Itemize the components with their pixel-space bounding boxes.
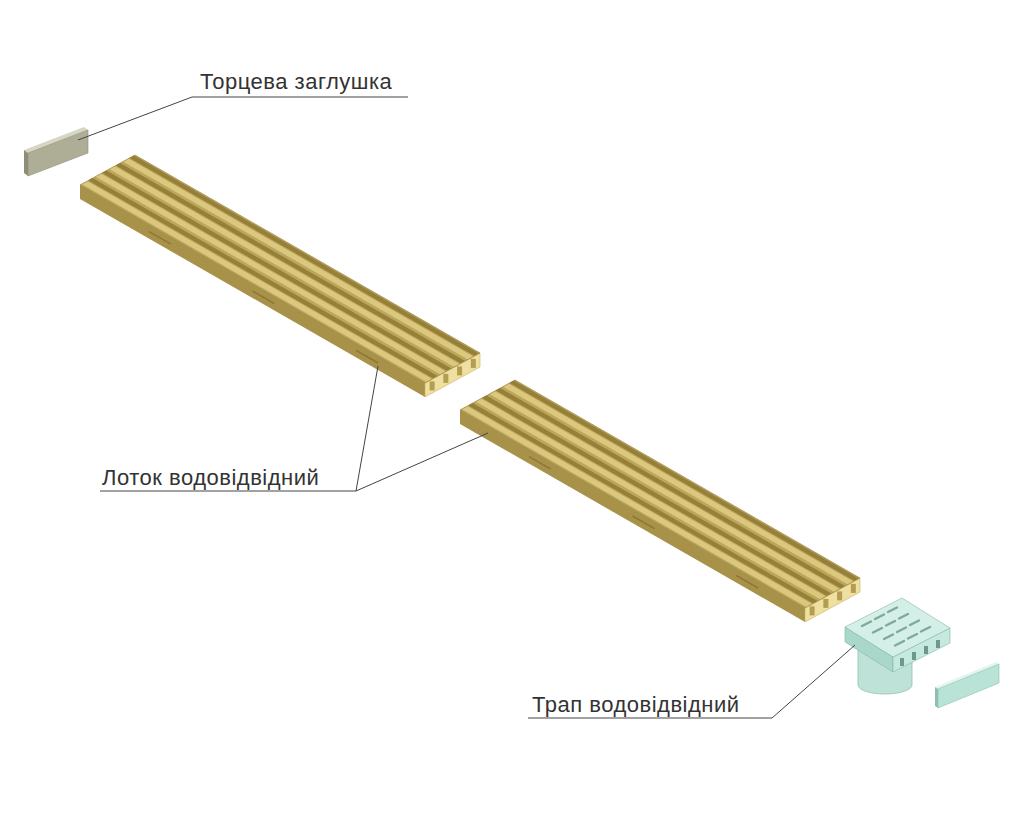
drain-channel — [460, 380, 860, 622]
channel-groove — [88, 178, 437, 378]
grate-slot — [875, 615, 884, 620]
channel-side-slot — [253, 291, 275, 304]
channel-rib — [82, 181, 433, 382]
part-name: Торцева заглушка — [200, 70, 392, 94]
grate-slot — [886, 621, 895, 626]
channel-top — [460, 380, 860, 608]
trap-slot — [900, 658, 904, 666]
grate-slot — [910, 621, 919, 626]
channel-groove — [130, 156, 479, 356]
channel-top — [80, 155, 480, 383]
grate-slot — [873, 628, 882, 633]
end-cap-face — [938, 664, 999, 708]
trap-slot — [924, 646, 928, 654]
channel-side-slot — [529, 457, 551, 470]
drain-channel — [80, 155, 480, 397]
channel-side — [80, 185, 425, 397]
channel-rib — [475, 399, 826, 600]
channel-groove — [468, 403, 817, 603]
end-cap-face — [28, 130, 88, 176]
grate-slot — [895, 641, 904, 646]
channel-outline — [460, 380, 860, 608]
channel-side — [460, 410, 805, 622]
part-name: Трап водовідвідний — [532, 693, 740, 717]
channel-side-slot — [356, 350, 378, 363]
channel-rib — [462, 406, 813, 607]
trap-grate — [845, 598, 950, 657]
channel-slot — [851, 584, 856, 593]
drain-trap — [845, 598, 950, 694]
channel-side-slot — [633, 516, 655, 529]
leader-line — [78, 97, 408, 140]
channel-groove — [102, 171, 451, 371]
end-cap — [935, 662, 999, 708]
trap-slot — [912, 652, 916, 660]
channel-slot — [471, 359, 476, 368]
channel-groove — [116, 163, 465, 363]
channel-rib — [503, 384, 854, 585]
end-cap — [24, 127, 88, 176]
channel-rib — [489, 391, 840, 592]
grate-slot — [899, 614, 908, 619]
channel-slot — [810, 606, 815, 615]
channel-slot — [823, 599, 828, 608]
channel-side-slot — [149, 232, 171, 245]
channel-slot — [837, 591, 842, 600]
channel-slot — [443, 374, 448, 383]
channel-rib — [95, 174, 446, 375]
part-name: Лоток водовідвідний — [102, 466, 319, 490]
grate-slot — [897, 628, 906, 633]
channel-end — [425, 353, 480, 397]
grate-slot — [862, 622, 871, 627]
channel-slot — [430, 381, 435, 390]
leader-line — [356, 433, 488, 491]
channel-rib — [123, 159, 474, 360]
channel-groove — [482, 396, 831, 596]
channel-outline — [80, 155, 480, 383]
leader-line — [528, 645, 855, 718]
channel-rib — [109, 166, 460, 367]
grate-slot — [908, 634, 917, 639]
channel-end — [805, 578, 860, 622]
end-cap-edge — [24, 150, 28, 176]
leader-line — [100, 366, 378, 491]
channel-groove — [510, 381, 859, 581]
grate-slot — [921, 627, 930, 632]
grate-slot — [888, 608, 897, 613]
end-cap-edge — [935, 687, 938, 708]
channel-slot — [457, 366, 462, 375]
grate-slot — [884, 635, 893, 640]
trap-slot — [936, 640, 940, 648]
channel-groove — [496, 388, 845, 588]
channel-side-slot — [736, 575, 758, 588]
